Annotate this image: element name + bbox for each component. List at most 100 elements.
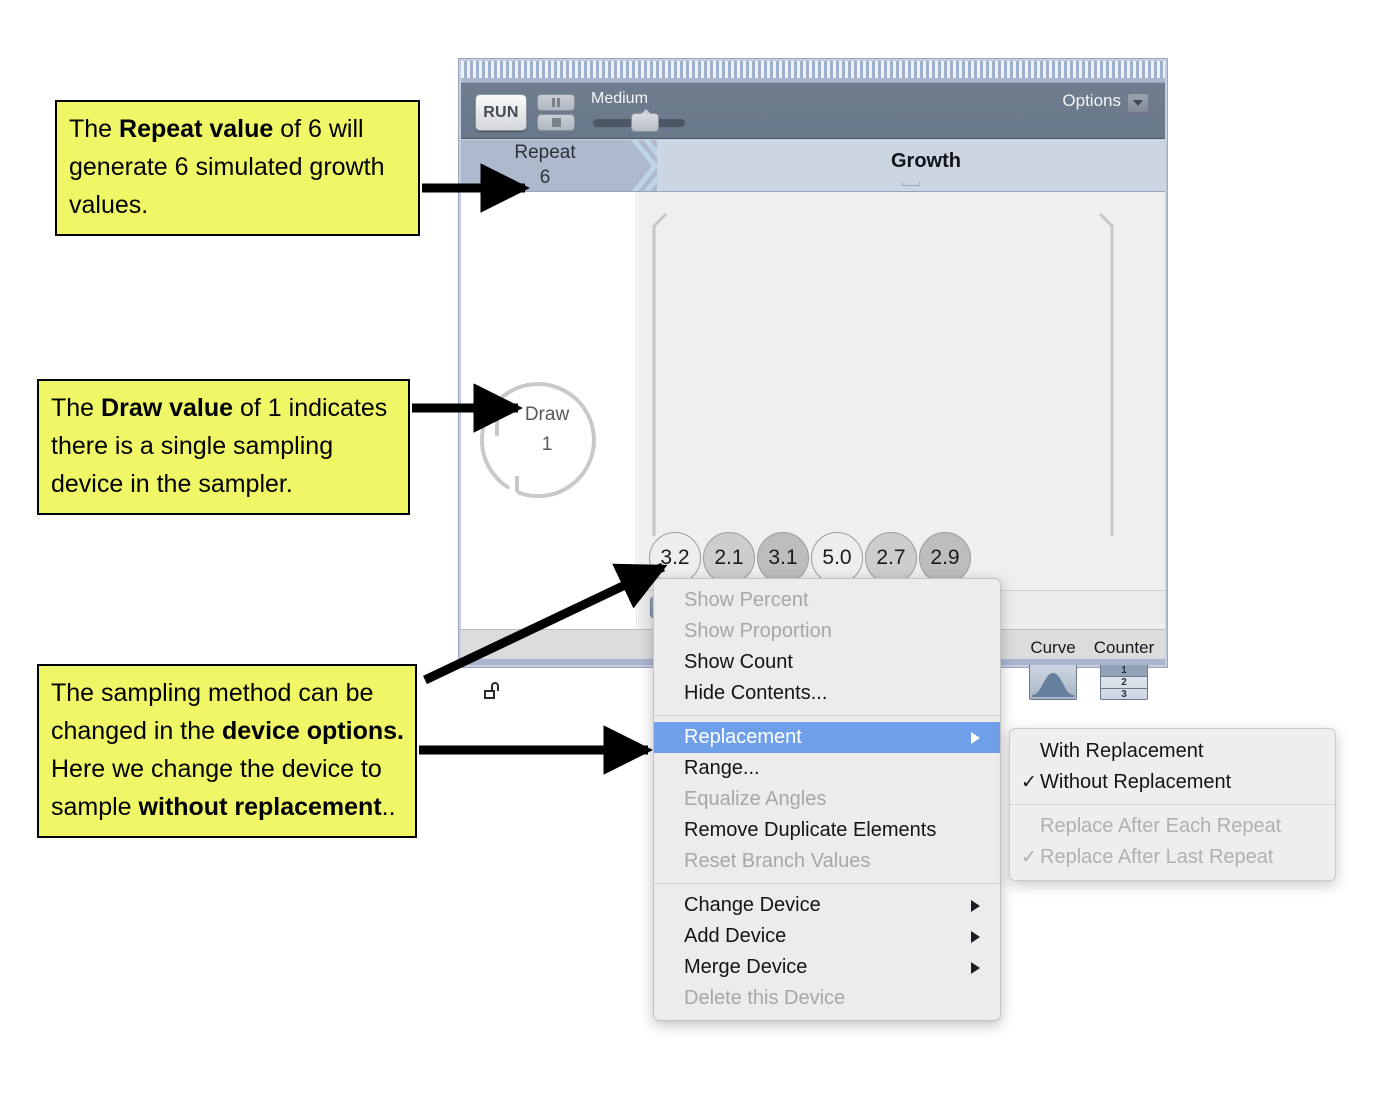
counter-row: 3	[1121, 689, 1127, 700]
annotation-text: device options.	[221, 717, 404, 745]
draw-column: Draw 1	[461, 192, 637, 629]
submenu-separator	[1010, 804, 1335, 805]
repeat-growth-band: Repeat 6 Growth	[461, 140, 1165, 192]
draw-value[interactable]: 1	[541, 434, 553, 455]
sample-ball[interactable]: 3.2	[649, 532, 701, 584]
sampling-app-window: RUN Medium Options Repeat 6	[458, 58, 1168, 700]
sample-ball[interactable]: 2.7	[865, 532, 917, 584]
menu-item-label: Replacement	[684, 726, 802, 748]
app-toolbar: RUN Medium Options	[461, 83, 1165, 139]
sample-ball[interactable]: 5.0	[811, 532, 863, 584]
submenu-item-label: Without Replacement	[1040, 771, 1232, 793]
curve-button[interactable]	[1029, 664, 1077, 700]
menu-item-equalize-angles: Equalize Angles	[654, 784, 1000, 815]
stop-icon	[551, 118, 561, 127]
annotation-text: The sampling method can be changed in th…	[51, 679, 374, 745]
menu-item-label: Range...	[684, 757, 760, 779]
counter-label: Counter	[1093, 638, 1155, 657]
run-button[interactable]: RUN	[475, 94, 527, 131]
checkmark-icon: ✓	[1021, 772, 1037, 793]
menu-item-label: Delete this Device	[684, 987, 846, 1009]
window-title-bar[interactable]	[461, 61, 1165, 83]
submenu-item-replace-after-each-repeat: Replace After Each Repeat	[1010, 811, 1335, 842]
sample-ball[interactable]: 3.1	[757, 532, 809, 584]
submenu-arrow-icon	[971, 899, 980, 912]
submenu-item-label: Replace After Each Repeat	[1040, 815, 1282, 837]
stop-button[interactable]	[537, 114, 575, 131]
menu-item-add-device[interactable]: Add Device	[654, 921, 1000, 952]
sample-ball[interactable]: 2.1	[703, 532, 755, 584]
menu-item-reset-branch-values: Reset Branch Values	[654, 846, 1000, 877]
menu-item-show-proportion: Show Proportion	[654, 616, 1000, 647]
curve-label: Curve	[1030, 638, 1076, 657]
submenu-arrow-icon	[971, 930, 980, 943]
menu-item-label: Remove Duplicate Elements	[684, 819, 937, 841]
draw-label: Draw	[524, 404, 570, 425]
annotation-text: Repeat value	[119, 115, 274, 143]
panel-resize-handle[interactable]	[902, 182, 920, 186]
sample-ball[interactable]: 2.9	[919, 532, 971, 584]
counter-row: 2	[1101, 677, 1147, 689]
menu-item-label: Merge Device	[684, 956, 808, 978]
annotation-text: Here we change the device to sample	[51, 755, 382, 821]
submenu-arrow-icon	[971, 731, 980, 744]
submenu-item-replace-after-last-repeat: ✓Replace After Last Repeat	[1010, 842, 1335, 873]
annotation-draw-value: The Draw value of 1 indicates there is a…	[37, 379, 410, 515]
repeat-device[interactable]: Repeat 6	[461, 140, 629, 191]
app-content: Draw 1 3.22.13.15.02.72.9 +−⋯	[461, 192, 1165, 629]
menu-item-label: Show Percent	[684, 589, 809, 611]
menu-item-label: Show Count	[684, 651, 793, 673]
menu-item-show-percent: Show Percent	[654, 585, 1000, 616]
menu-item-range[interactable]: Range...	[654, 753, 1000, 784]
menu-item-delete-this-device: Delete this Device	[654, 983, 1000, 1014]
options-dropdown-button[interactable]	[1127, 93, 1149, 113]
submenu-item-label: With Replacement	[1040, 740, 1204, 762]
menu-item-remove-duplicate-elements[interactable]: Remove Duplicate Elements	[654, 815, 1000, 846]
annotation-text: The	[51, 394, 102, 422]
repeat-value[interactable]: 6	[539, 166, 551, 188]
sample-panel: 3.22.13.15.02.72.9 +−⋯	[638, 192, 1165, 629]
annotation-repeat-value: The Repeat value of 6 will generate 6 si…	[55, 100, 420, 236]
speed-label: Medium	[591, 90, 648, 107]
lock-icon[interactable]	[483, 682, 505, 700]
draw-device-loop[interactable]: Draw 1	[477, 356, 617, 504]
submenu-item-label: Replace After Last Repeat	[1040, 846, 1274, 868]
speed-slider-knob[interactable]	[631, 109, 659, 132]
pause-button[interactable]	[537, 94, 575, 111]
submenu-arrow-icon	[971, 961, 980, 974]
counter-row: 1	[1101, 665, 1147, 677]
speed-slider[interactable]	[593, 109, 685, 132]
menu-separator	[654, 883, 1000, 884]
chevron-down-icon	[1133, 100, 1143, 106]
menu-item-replacement[interactable]: Replacement	[654, 722, 1000, 753]
curve-tool[interactable]: Curve	[1019, 638, 1087, 700]
menu-item-change-device[interactable]: Change Device	[654, 890, 1000, 921]
submenu-item-with-replacement[interactable]: With Replacement	[1010, 736, 1335, 767]
annotation-text: of 6 will generate 6 simulated growth va…	[69, 115, 385, 219]
growth-title: Growth	[891, 150, 961, 172]
menu-item-label: Add Device	[684, 925, 787, 947]
menu-item-merge-device[interactable]: Merge Device	[654, 952, 1000, 983]
submenu-item-without-replacement[interactable]: ✓Without Replacement	[1010, 767, 1335, 798]
menu-item-label: Hide Contents...	[684, 682, 828, 704]
menu-item-label: Equalize Angles	[684, 788, 827, 810]
annotation-text: without replacement	[138, 793, 382, 821]
options-label[interactable]: Options	[1062, 91, 1121, 110]
annotation-text: The	[69, 115, 120, 143]
annotation-device-options: The sampling method can be changed in th…	[37, 664, 417, 838]
bell-curve-icon	[1032, 673, 1074, 697]
menu-item-label: Reset Branch Values	[684, 850, 871, 872]
menu-item-label: Change Device	[684, 894, 821, 916]
menu-item-label: Show Proportion	[684, 620, 832, 642]
annotation-text: ..	[381, 793, 396, 821]
growth-panel[interactable]: Growth	[657, 140, 1165, 191]
repeat-label: Repeat	[514, 141, 576, 163]
menu-item-show-count[interactable]: Show Count	[654, 647, 1000, 678]
menu-item-hide-contents[interactable]: Hide Contents...	[654, 678, 1000, 709]
annotation-text: of 1 indicates there is a single samplin…	[51, 394, 388, 498]
